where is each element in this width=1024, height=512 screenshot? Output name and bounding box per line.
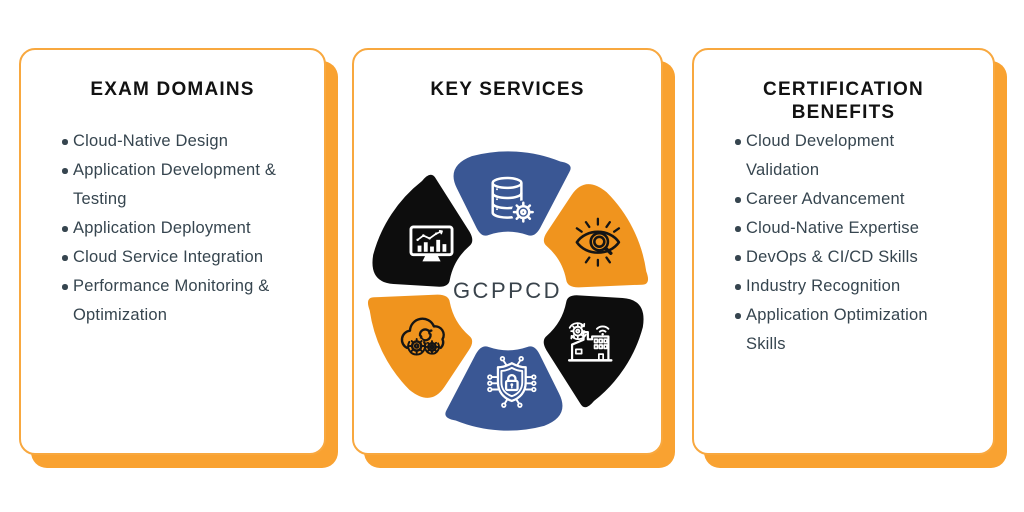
petal-bottom-right	[543, 295, 644, 408]
certification-benefits-list: Cloud Development Validation Career Adva…	[735, 127, 981, 359]
list-item: Career Advancement	[735, 185, 981, 214]
exam-domains-list: Cloud-Native Design Application Developm…	[62, 127, 312, 330]
petal-top-right	[543, 184, 649, 288]
certification-benefits-card: CERTIFICATION BENEFITS Cloud Development…	[692, 48, 995, 455]
list-item: Cloud-Native Expertise	[735, 214, 981, 243]
list-item: Cloud Development Validation	[735, 127, 981, 185]
list-item: Industry Recognition	[735, 272, 981, 301]
eye-search-icon	[575, 217, 621, 267]
list-item: Cloud Service Integration	[62, 243, 312, 272]
diagram-center-label: GCPPCD	[452, 278, 563, 303]
key-services-title: KEY SERVICES	[430, 79, 585, 100]
cloud-sync-gears-icon	[400, 317, 445, 356]
smart-factory-icon	[567, 322, 613, 362]
petal-bottom	[445, 346, 563, 431]
list-item: Application Development & Testing	[62, 156, 312, 214]
shield-lock-circuit-icon	[487, 356, 537, 408]
analytics-monitor-icon	[409, 225, 454, 262]
petal-top	[453, 151, 571, 236]
list-item: Performance Monitoring & Optimization	[62, 272, 312, 330]
wheel-petals	[367, 151, 649, 431]
certification-benefits-title: CERTIFICATION BENEFITS	[763, 79, 924, 123]
exam-domains-card: EXAM DOMAINS Cloud-Native Design Applica…	[19, 48, 326, 455]
list-item: Application Optimization Skills	[735, 301, 981, 359]
exam-domains-title: EXAM DOMAINS	[90, 79, 255, 100]
list-item: DevOps & CI/CD Skills	[735, 243, 981, 272]
services-wheel-diagram	[367, 151, 649, 431]
key-services-card: KEY SERVICES	[352, 48, 663, 455]
list-item: Cloud-Native Design	[62, 127, 312, 156]
database-gear-icon	[491, 176, 536, 224]
petal-top-left	[372, 174, 473, 287]
list-item: Application Deployment	[62, 214, 312, 243]
